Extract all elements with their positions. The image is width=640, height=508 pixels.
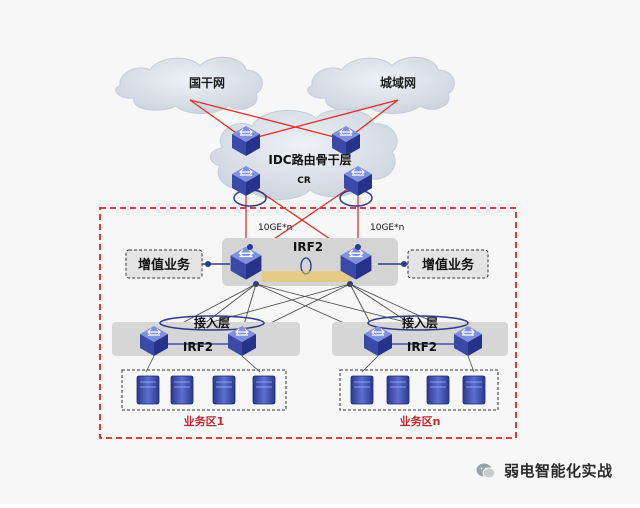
- vas-left-label: 增值业务: [138, 257, 191, 273]
- wechat-icon: [476, 463, 496, 478]
- access-left-layer-label: 接入层: [194, 315, 230, 330]
- link-left-10ge: 10GE*n: [258, 223, 292, 233]
- server-l1: [136, 375, 160, 405]
- watermark: 弱电智能化实战: [476, 460, 613, 481]
- server-r3: [426, 375, 450, 405]
- access-left-irf-label: IRF2: [183, 340, 213, 354]
- access-right-layer-label: 接入层: [402, 315, 438, 330]
- core-label-highlight: [262, 271, 352, 282]
- core-irf-label: IRF2: [293, 240, 323, 254]
- core-right-top-port: [355, 244, 361, 250]
- cloud-left-label: 国干网: [189, 76, 225, 90]
- vas-right-box: [407, 249, 489, 279]
- cloud-metro-network: [307, 56, 455, 114]
- server-r2: [386, 375, 410, 405]
- cloud-national-backbone: [115, 56, 263, 114]
- core-left-top-port: [247, 244, 253, 250]
- server-zone-left: [121, 369, 287, 411]
- server-links: [145, 355, 475, 373]
- zone-left-label: 业务区1: [184, 414, 225, 428]
- server-l3: [212, 375, 236, 405]
- access-right-irf-label: IRF2: [407, 340, 437, 354]
- vas-right-label: 增值业务: [422, 257, 475, 273]
- access-right-bundle: [367, 315, 469, 331]
- zone-right-label: 业务区n: [400, 414, 441, 428]
- server-zone-right: [339, 369, 499, 411]
- server-l4: [252, 375, 276, 405]
- access-left-bundle: [159, 315, 265, 331]
- server-r4: [462, 375, 486, 405]
- cloud-right-label: 城域网: [380, 75, 416, 90]
- server-l2: [170, 375, 194, 405]
- watermark-text: 弱电智能化实战: [504, 462, 613, 480]
- vas-left-port: [205, 261, 211, 267]
- vas-right-port: [401, 261, 407, 267]
- backbone-title: IDC路由骨干层: [268, 152, 351, 167]
- idc-boundary: [99, 207, 517, 439]
- server-r1: [350, 375, 374, 405]
- link-right-10ge: 10GE*n: [370, 223, 404, 233]
- backbone-cr-label: CR: [297, 176, 311, 186]
